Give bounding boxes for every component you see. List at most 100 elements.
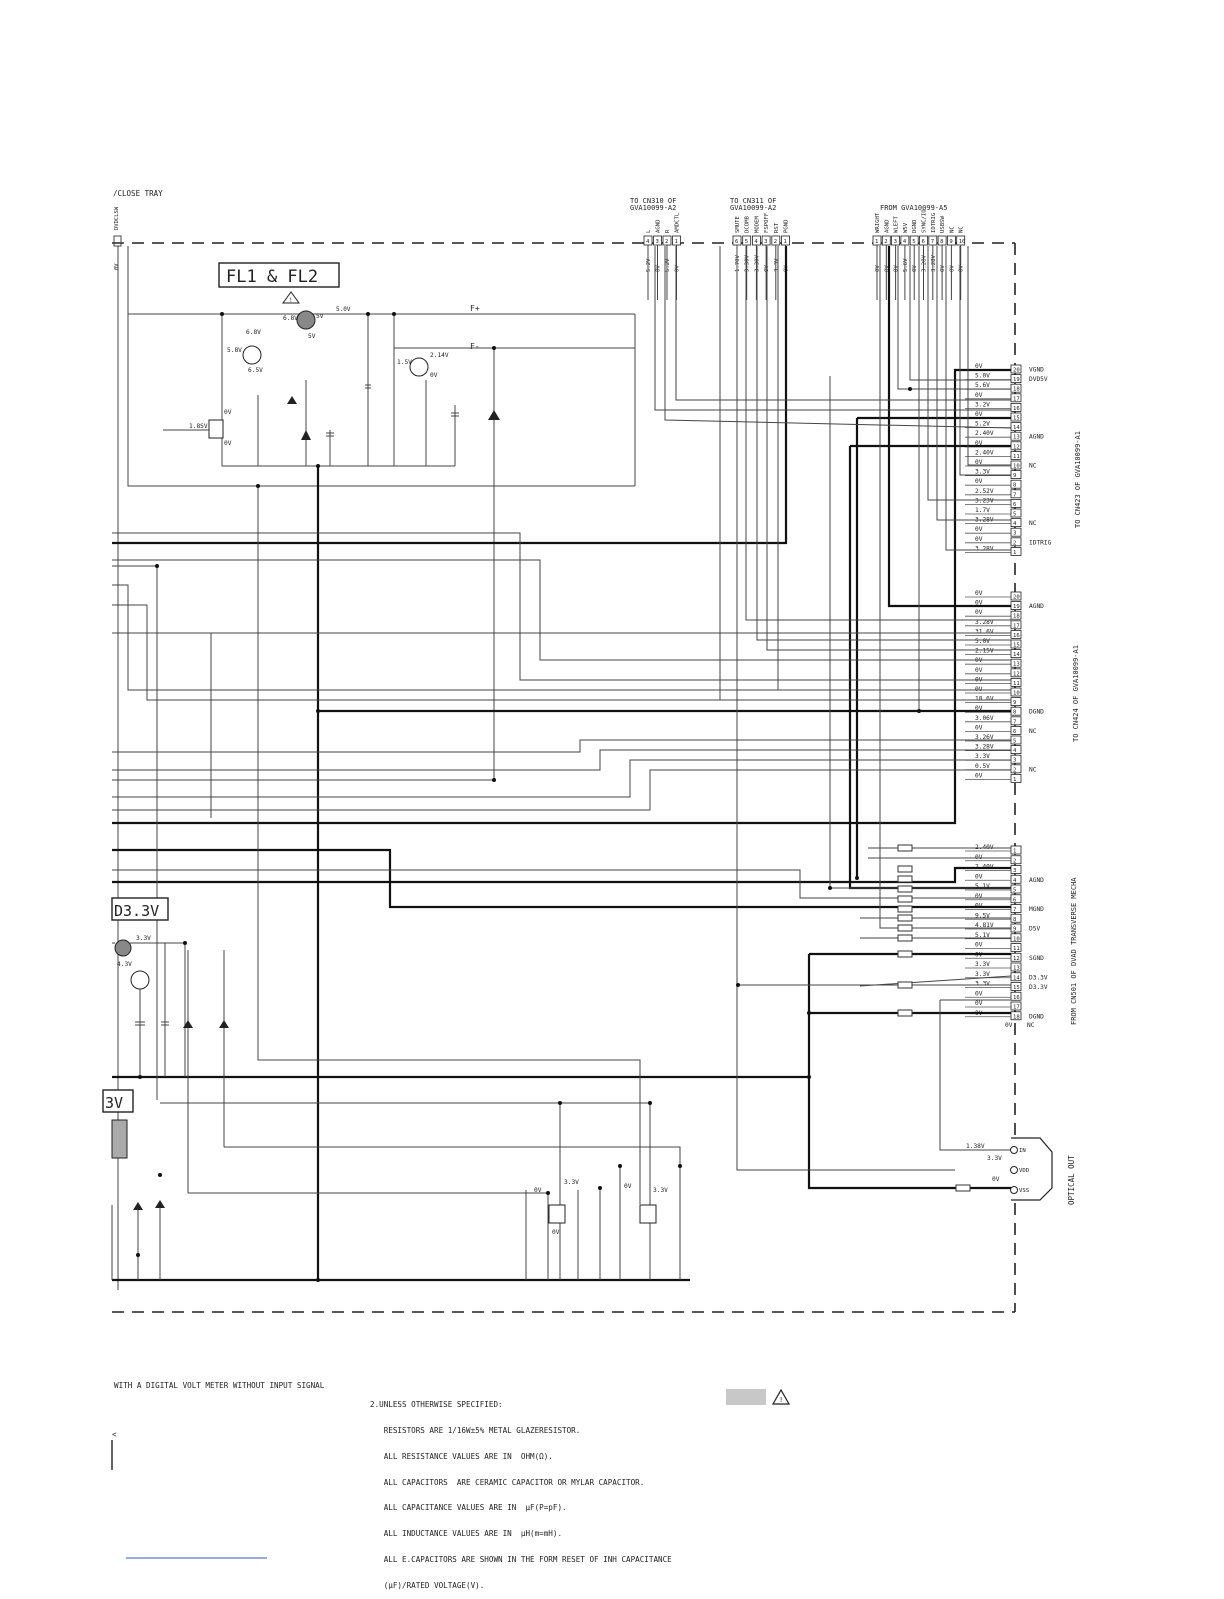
connector-pin-voltage: 2.40V (975, 449, 994, 456)
diode (287, 396, 297, 404)
optical-voltage-vdd: 3.3V (987, 1155, 1002, 1162)
connector-pin-voltage: 0V (875, 265, 881, 272)
connector-pin-box (1010, 591, 1022, 601)
connector-pin-box (1010, 402, 1022, 412)
connector-pin-name: DGND (912, 219, 918, 233)
svg-text:5V: 5V (316, 313, 324, 320)
connector-pin-number: 9 (1013, 700, 1016, 706)
series-resistors (897, 844, 971, 1192)
fminus-label: F- (470, 342, 480, 351)
connector-pin-voltage: 0V (884, 265, 890, 272)
connector-pin-number: 19 (1013, 604, 1020, 610)
optical-pin (1010, 1146, 1018, 1154)
connector-pin-voltage: 0V (975, 657, 983, 664)
close-tray-label: /CLOSE TRAY (113, 189, 163, 198)
connector-pin-number: 8 (1013, 917, 1017, 923)
cn310-title: TO CN310 OF (630, 197, 676, 205)
connector-pin-name: R (665, 229, 671, 233)
connector-pin-voltage: 0V (975, 990, 983, 997)
svg-text:3.3V: 3.3V (653, 1187, 668, 1194)
cn423-title: TO CN423 OF GVA10099-A1 (1074, 431, 1082, 528)
connector-pin-voltage: 0V (975, 724, 983, 731)
optical-out-title: OPTICAL OUT (1067, 1155, 1076, 1205)
3v-section-title: 3V (105, 1094, 123, 1112)
warning-icon (771, 1388, 791, 1405)
connector-pin-voltage: 3.3V (975, 981, 990, 988)
connector-pin-box (1010, 1011, 1022, 1021)
connector-pin-number: 18 (1013, 387, 1020, 393)
connector-pin-box (1010, 952, 1022, 962)
connector-pin-voltage: 0V (975, 363, 983, 370)
connector-pin-number: 1 (675, 239, 678, 245)
connector-pin-box (1010, 537, 1022, 547)
connector-pin-function: IDTRIG (1029, 539, 1052, 546)
connector-pin-box (1010, 630, 1022, 639)
connector-pin-number: 13 (1013, 435, 1020, 441)
optical-voltage-vss: 0V (992, 1176, 1000, 1183)
connector-pin-number: 15 (1013, 416, 1020, 422)
regulator-transistor (114, 939, 132, 957)
connector-pin-box (1010, 393, 1022, 403)
connector-pin-number: 6 (1013, 897, 1016, 903)
connector-pin-number: 10 (1013, 464, 1020, 470)
connector-pin-box (1010, 943, 1022, 952)
warning-mark: ! (779, 1396, 783, 1404)
connector-pin-number: 13 (1013, 662, 1020, 668)
signal-wires (111, 246, 1012, 1280)
svg-text:2.14V: 2.14V (430, 352, 449, 359)
ic-chip (111, 1119, 128, 1159)
fl-voltage-labels: 6.8V 5.8V 6.5V 1.8SV 0V 0V 6.8V 5V 1.5V … (189, 313, 449, 447)
connector-pin-name: WRIGHT (875, 212, 881, 233)
note-volt-meter: WITH A DIGITAL VOLT METER WITHOUT INPUT … (114, 1381, 325, 1390)
connector-pin-box (1010, 508, 1022, 518)
svg-text:0V: 0V (224, 409, 232, 416)
connector-pin-number: 5 (1013, 888, 1016, 894)
svg-text:6.8V: 6.8V (283, 315, 298, 322)
optical-pin-vdd: VDD (1019, 1168, 1030, 1174)
optical-pin-in: IN (1019, 1148, 1026, 1154)
note-line: ALL INDUCTANCE VALUES ARE IN μH(m=mH). (370, 1529, 563, 1539)
connector-pin-voltage: 3.30V (745, 255, 751, 272)
zener-diode (133, 1202, 143, 1210)
connector-pin-voltage: 5.0V (975, 638, 990, 645)
wire (221, 314, 456, 467)
connector-pin-number: 1 (784, 239, 787, 245)
cn424-title: TO CN424 OF GVA10099-A1 (1072, 645, 1080, 742)
connector-pin-voltage: 0V (975, 411, 983, 418)
connector-pin-box (1010, 678, 1022, 687)
connector-pin-number: 3 (1013, 868, 1016, 874)
connector-pin-box (1010, 726, 1022, 735)
connector-pin-number: 12 (1013, 671, 1020, 677)
connector-pin-function: DGND (1029, 709, 1044, 716)
5v-line-label: 5.0V (336, 306, 351, 313)
connector-pin-voltage: 3.3V (774, 258, 780, 272)
capacitor (326, 384, 459, 437)
svg-text:0V: 0V (552, 1229, 560, 1236)
connector-pin-number: 1 (1013, 777, 1016, 783)
connector-pin-number: 12 (1013, 444, 1020, 450)
connector-pin-number: 1 (1013, 550, 1016, 556)
connector-pin-name: AGND (884, 219, 890, 233)
cn311-connector: 6SMUTE1.70V5DCOMB3.30V4MODEM3.30V3FSPOFF… (732, 212, 790, 300)
connector-pin-voltage: 0V (656, 265, 662, 272)
connector-pin-number: 20 (1013, 595, 1020, 601)
svg-text:1.8SV: 1.8SV (189, 423, 208, 430)
connector-pin-box (1010, 498, 1022, 508)
a5-connector: 1WRIGHT0V2AGND0V3WLEFT0V4W5V5.6V5DGND0V6… (872, 209, 965, 300)
connector-pin-name: MODEM (754, 216, 760, 233)
connector-pin-number: 14 (1013, 652, 1020, 658)
connector-pin-function: NC (1029, 766, 1037, 773)
connector-pin-voltage: 0V (975, 705, 983, 712)
zener-diode (183, 1020, 193, 1028)
connector-pin-number: 5 (745, 239, 748, 245)
connector-pin-box (1010, 687, 1022, 697)
note-left-mark: < (112, 1430, 117, 1439)
svg-text:6.8V: 6.8V (246, 329, 261, 336)
ic-component (208, 419, 224, 439)
connector-pin-name: FSPOFF (764, 212, 770, 233)
connector-pin-voltage: 0V (675, 265, 681, 272)
connector-pin-voltage: 3.23V (975, 497, 994, 504)
connector-pin-box (1010, 527, 1022, 537)
connector-pin-box (1010, 610, 1022, 620)
